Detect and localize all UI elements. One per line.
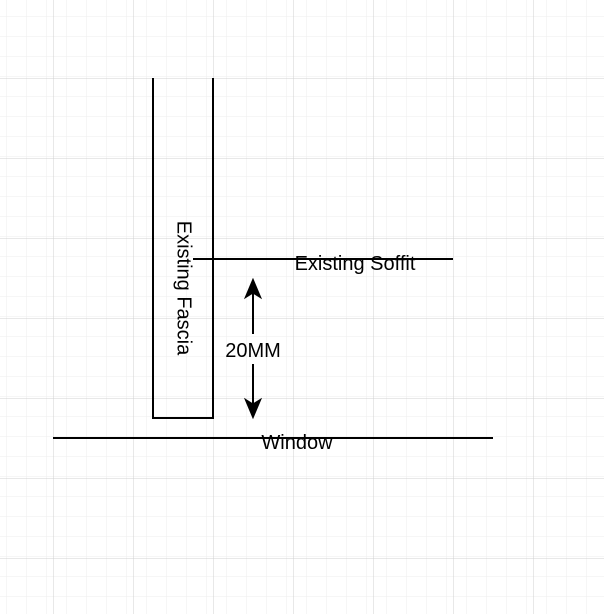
arrow-up-icon [243, 277, 263, 300]
arrow-down-icon [243, 397, 263, 420]
soffit-label: Existing Soffit [295, 253, 416, 275]
dimension-label: 20MM [225, 340, 281, 362]
fascia-label: Existing Fascia [173, 221, 195, 356]
fascia-outline[interactable] [152, 78, 214, 419]
window-label: Window [261, 432, 333, 454]
